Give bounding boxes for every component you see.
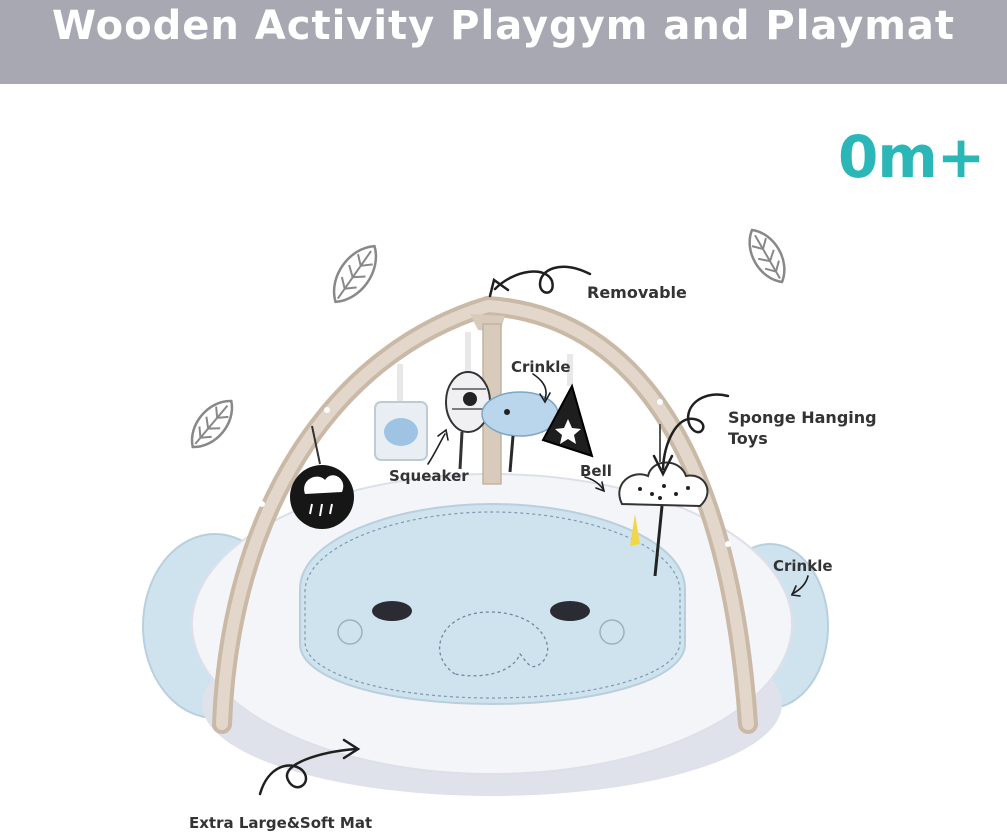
leaf-icon bbox=[190, 399, 234, 449]
callout-bell: Bell bbox=[580, 462, 612, 480]
arrow-bell bbox=[584, 476, 606, 493]
arrow-crinkle-side bbox=[790, 575, 809, 597]
title-banner: Wooden Activity Playgym and Playmat bbox=[0, 0, 1007, 84]
callout-mat: Extra Large&Soft Mat bbox=[189, 814, 373, 832]
playmat bbox=[191, 473, 793, 796]
hanging-toy-rattle bbox=[445, 332, 491, 470]
callout-removable: Removable bbox=[587, 283, 687, 302]
wooden-arch bbox=[212, 295, 758, 734]
arrow-squeaker bbox=[427, 428, 449, 465]
callout-sponge-hanging-toys: Sponge Hanging Toys bbox=[728, 407, 877, 449]
callout-crinkle-side: Crinkle bbox=[773, 557, 833, 575]
leaf-icon bbox=[748, 228, 786, 284]
callout-crinkle-top: Crinkle bbox=[511, 358, 571, 376]
page-title: Wooden Activity Playgym and Playmat bbox=[51, 3, 956, 49]
leaf-icon bbox=[332, 244, 378, 304]
arrow-sponge bbox=[652, 393, 730, 477]
arrow-crinkle-top bbox=[532, 373, 551, 404]
playgym-illustration bbox=[142, 228, 829, 796]
arrow-removable bbox=[488, 265, 592, 298]
callout-squeaker: Squeaker bbox=[389, 467, 469, 485]
callout-sponge-line-2: Toys bbox=[728, 429, 768, 448]
hanging-toy-rain-circle bbox=[290, 425, 354, 529]
hanging-toy-elephant-card bbox=[374, 364, 428, 461]
hanging-toy-cloud bbox=[618, 424, 709, 577]
hanging-toy-triangle bbox=[541, 354, 594, 458]
callout-sponge-line-1: Sponge Hanging bbox=[728, 408, 877, 427]
age-badge: 0m+ bbox=[838, 123, 985, 191]
arrow-mat bbox=[258, 738, 361, 796]
